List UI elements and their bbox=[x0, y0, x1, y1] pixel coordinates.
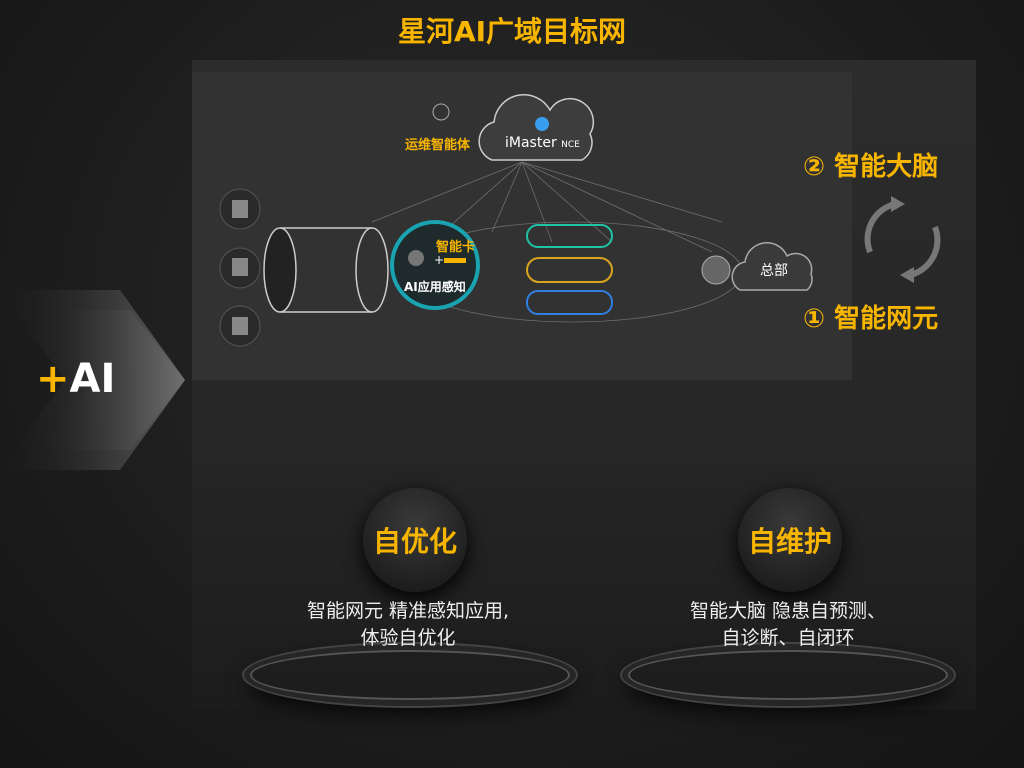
plus-label: + bbox=[434, 253, 445, 267]
ai-aware-ring bbox=[390, 220, 480, 310]
ai-brain-icon bbox=[432, 103, 450, 121]
step-label: 智能大脑 bbox=[834, 152, 939, 182]
imaster-label: iMaster NCE bbox=[505, 135, 580, 151]
feature-self-optimize-badge: 自优化 bbox=[363, 488, 467, 592]
router-icon bbox=[408, 250, 424, 266]
page-title: 星河AI广域目标网 bbox=[397, 15, 627, 48]
network-lines bbox=[219, 93, 813, 347]
chevron-arrows-icon bbox=[0, 290, 185, 470]
feature-self-maintain-badge: 自维护 bbox=[738, 488, 842, 592]
desc-line: 自诊断、自闭环 bbox=[721, 627, 855, 649]
hq-label: 总部 bbox=[760, 263, 788, 279]
feature-self-optimize-desc: 智能网元 精准感知应用, 体验自优化 bbox=[238, 598, 578, 652]
desc-line: 体验自优化 bbox=[360, 627, 456, 649]
platform-left bbox=[250, 650, 570, 700]
step-label: 智能网元 bbox=[834, 304, 939, 334]
nce-logo-icon bbox=[535, 117, 549, 131]
pipes bbox=[526, 224, 613, 315]
nce-suffix: NCE bbox=[561, 140, 580, 150]
desc-line: 智能大脑 隐患自预测、 bbox=[689, 600, 887, 622]
hq-cloud-icon bbox=[731, 242, 813, 291]
hq-router-icon bbox=[701, 255, 731, 285]
plus-ai-label: +AI bbox=[36, 356, 115, 402]
app-aware-label: AI应用感知 bbox=[404, 280, 466, 294]
ops-agent-label: 运维智能体 bbox=[405, 138, 471, 153]
building-icons bbox=[219, 188, 261, 347]
desc-line: 智能网元 精准感知应用, bbox=[306, 600, 510, 622]
ai-text: AI bbox=[69, 356, 116, 402]
feature-self-maintain-desc: 智能大脑 隐患自预测、自诊断、自闭环 bbox=[618, 598, 958, 652]
step-number: ① bbox=[803, 304, 826, 334]
cycle-arrows-icon bbox=[864, 196, 941, 283]
platform-right bbox=[628, 650, 948, 700]
imaster-brand: iMaster bbox=[505, 135, 557, 151]
smart-card-label: 智能卡 bbox=[436, 240, 476, 255]
step-smart-element: ① 智能网元 bbox=[803, 298, 938, 335]
step-smart-brain: ② 智能大脑 bbox=[803, 146, 938, 183]
smart-card-icon bbox=[444, 258, 466, 263]
plus-sign: + bbox=[36, 356, 70, 402]
step-number: ② bbox=[803, 152, 826, 182]
tunnel-cylinder bbox=[263, 227, 389, 313]
